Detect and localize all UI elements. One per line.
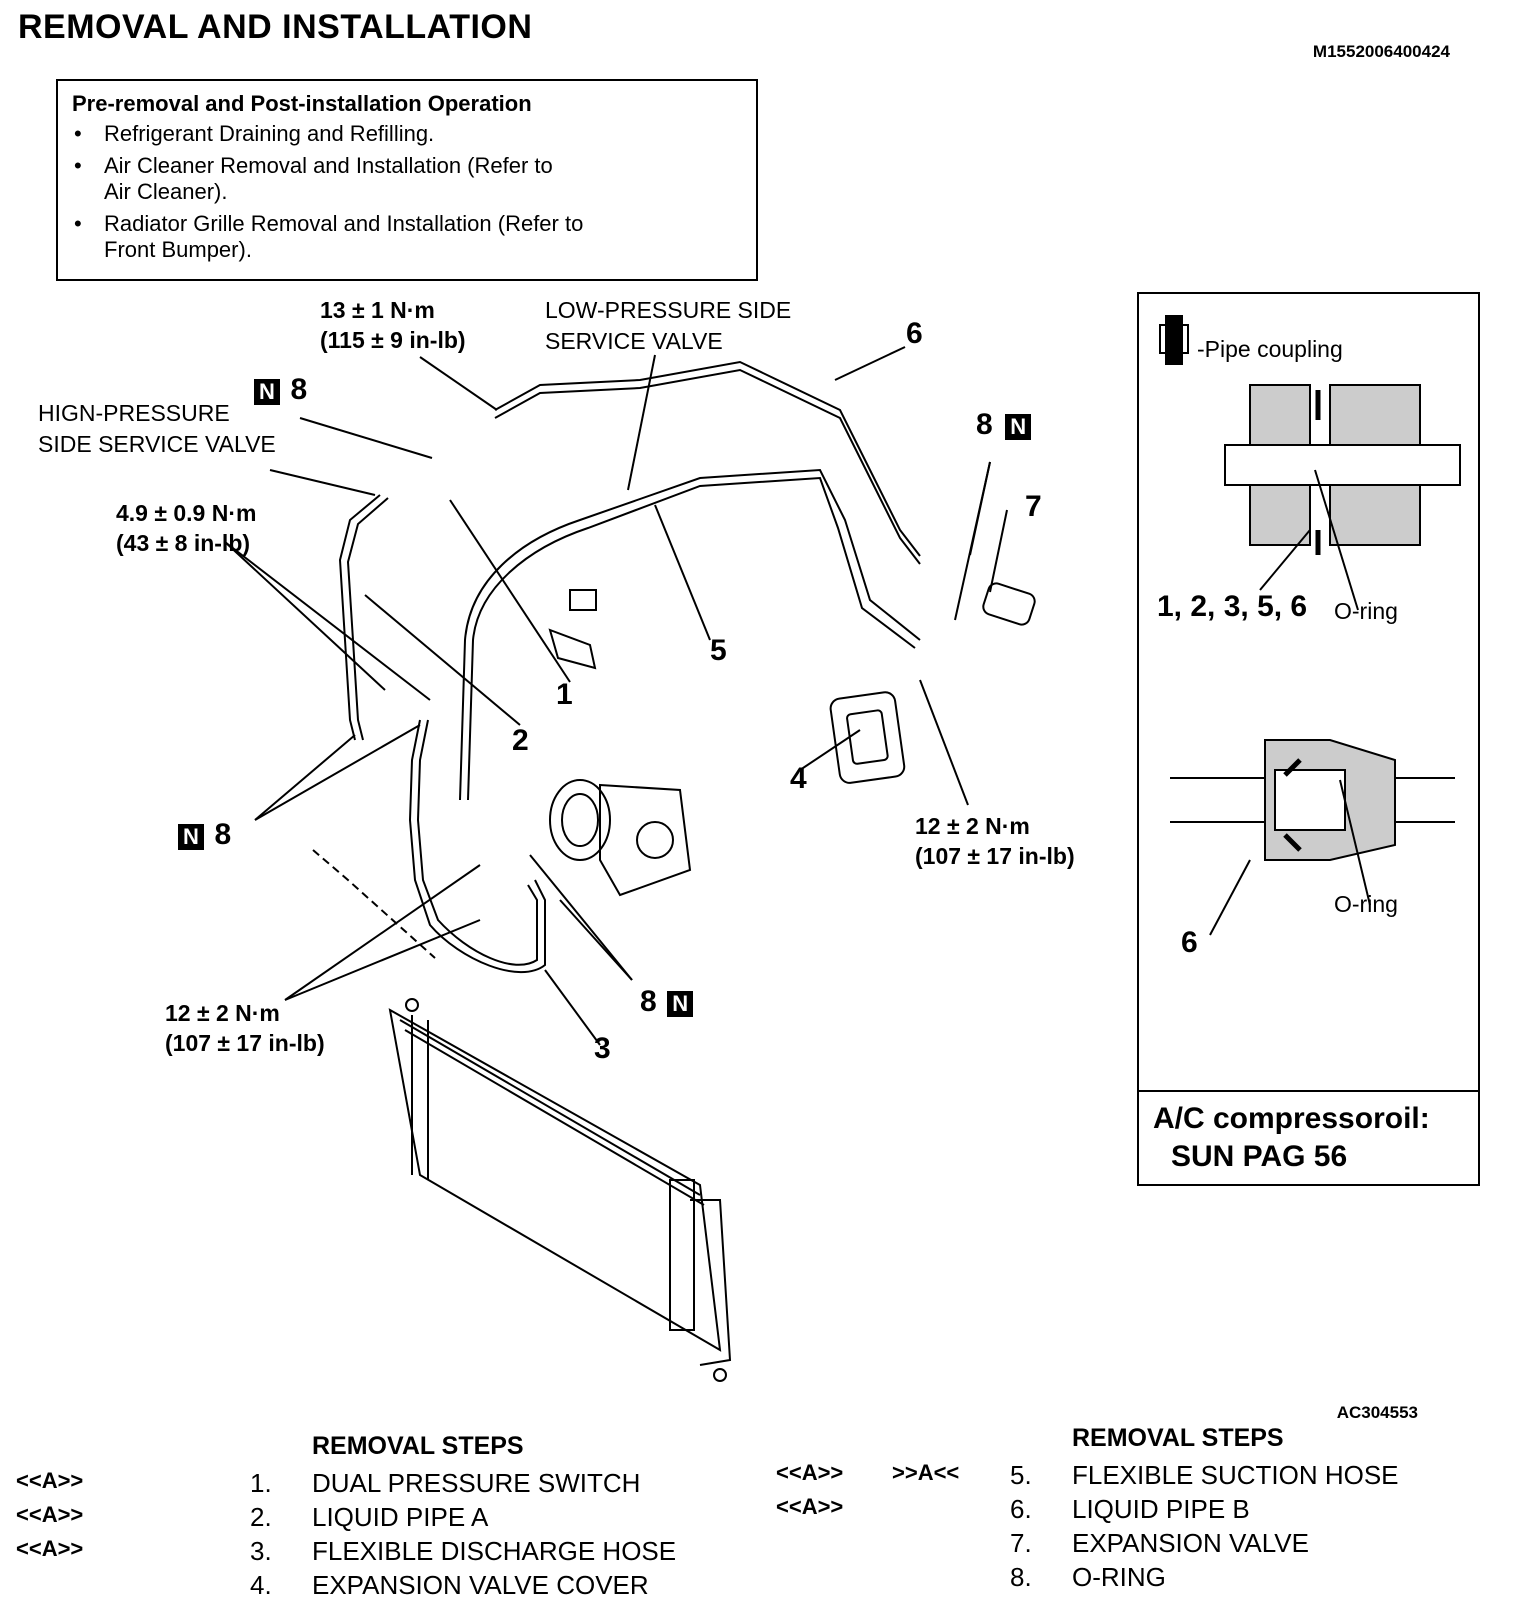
torque-label: (107 ± 17 in-lb): [165, 1030, 325, 1056]
steps-heading: REMOVAL STEPS: [312, 1432, 524, 1460]
torque-label: 12 ± 2 N·m: [165, 1000, 280, 1026]
steps-heading: REMOVAL STEPS: [1072, 1424, 1284, 1452]
oil-spec-value: SUN PAG 56: [1171, 1140, 1348, 1173]
callout-number: 5: [710, 634, 727, 667]
step-row: 8. O-RING: [1010, 1562, 1166, 1592]
bullet-icon: •: [74, 211, 82, 236]
steps-list-left: <<A>> 1. DUAL PRESSURE SWITCH <<A>> 2. L…: [0, 1468, 740, 1604]
new-part-icon: N: [667, 991, 694, 1017]
list-item: •Refrigerant Draining and Refilling.: [74, 121, 435, 146]
compressor: [549, 779, 692, 897]
flexible-discharge-hose: [408, 719, 546, 974]
callout-number: 7: [1025, 490, 1042, 523]
list-item: •Radiator Grille Removal and Installatio…: [74, 211, 584, 262]
new-part-icon: N: [1005, 414, 1032, 440]
callout-number: 6: [1181, 926, 1198, 959]
new-part-icon: N: [178, 824, 204, 850]
step-row: 7. EXPANSION VALVE: [1010, 1528, 1309, 1558]
list-item: •Air Cleaner Removal and Installation (R…: [74, 153, 553, 204]
document-id: M1552006400424: [1312, 42, 1450, 61]
liquid-pipe-b: [494, 360, 921, 557]
detail-panel: -Pipe coupling 1, 2, 3, 5, 6 O-ring O-ri…: [1137, 292, 1480, 1186]
o-ring-callout: 8 N: [640, 985, 694, 1019]
low-pressure-valve-label: LOW-PRESSURE SIDE: [545, 297, 792, 323]
o-ring-detail: [1170, 739, 1455, 936]
o-ring-label: O-ring: [1334, 598, 1398, 624]
step-row: <<A>> 6. LIQUID PIPE B: [776, 1494, 1250, 1524]
torque-label: 13 ± 1 N·m: [320, 297, 435, 323]
steps-list-right: <<A>> >>A<< 5. FLEXIBLE SUCTION HOSE <<A…: [760, 1460, 1520, 1596]
condenser: [388, 998, 732, 1382]
step-row: 4. EXPANSION VALVE COVER: [250, 1570, 649, 1600]
step-row: <<A>> >>A<< 5. FLEXIBLE SUCTION HOSE: [776, 1460, 1399, 1490]
high-pressure-valve-label: HIGN-PRESSURE: [38, 400, 230, 426]
step-row: <<A>> 2. LIQUID PIPE A: [16, 1502, 489, 1532]
step-row: <<A>> 3. FLEXIBLE DISCHARGE HOSE: [16, 1536, 677, 1566]
pipe-coupling-label: -Pipe coupling: [1197, 336, 1343, 362]
bullet-icon: •: [74, 121, 82, 146]
callout-number: 4: [790, 762, 807, 795]
parts-list-label: 1, 2, 3, 5, 6: [1157, 590, 1308, 623]
callout-number: 1: [556, 678, 573, 711]
o-ring-callout: N 8: [178, 818, 231, 852]
o-ring-callout: 8 N: [976, 408, 1032, 442]
liquid-pipe-a: [338, 494, 381, 741]
expansion-valve-cover: [829, 691, 906, 784]
o-ring-label: O-ring: [1334, 891, 1398, 917]
torque-label: (115 ± 9 in-lb): [320, 327, 466, 353]
callout-number: 2: [512, 724, 529, 757]
o-ring-callout: N 8: [254, 373, 307, 407]
flexible-suction-hose: [459, 468, 921, 801]
pipe-coupling-icon: [1159, 315, 1189, 365]
pre-operation-list: •Refrigerant Draining and Refilling. •Ai…: [72, 121, 583, 269]
oil-spec-label: A/C compressoroil:: [1153, 1102, 1430, 1135]
bullet-icon: •: [74, 153, 82, 178]
torque-label: 4.9 ± 0.9 N·m: [116, 500, 257, 526]
high-pressure-valve-label: SIDE SERVICE VALVE: [38, 431, 276, 457]
pre-operation-title: Pre-removal and Post-installation Operat…: [72, 91, 532, 116]
figure-id: AC304553: [1336, 1403, 1418, 1422]
torque-label: 12 ± 2 N·m: [915, 813, 1030, 839]
expansion-valve: [982, 582, 1036, 626]
low-pressure-valve-label: SERVICE VALVE: [545, 328, 723, 354]
step-row: <<A>> 1. DUAL PRESSURE SWITCH: [16, 1468, 641, 1498]
pre-operation-box: Pre-removal and Post-installation Operat…: [56, 79, 758, 281]
oil-spec-box: A/C compressoroil: SUN PAG 56: [1137, 1090, 1480, 1186]
pipe-coupling-detail: [1224, 384, 1461, 611]
callout-number: 3: [594, 1032, 611, 1065]
new-part-icon: N: [254, 379, 280, 405]
page-title: REMOVAL AND INSTALLATION: [18, 8, 533, 46]
callout-number: 6: [906, 317, 923, 350]
torque-label: (43 ± 8 in-lb): [116, 530, 251, 556]
torque-label: (107 ± 17 in-lb): [915, 843, 1075, 869]
